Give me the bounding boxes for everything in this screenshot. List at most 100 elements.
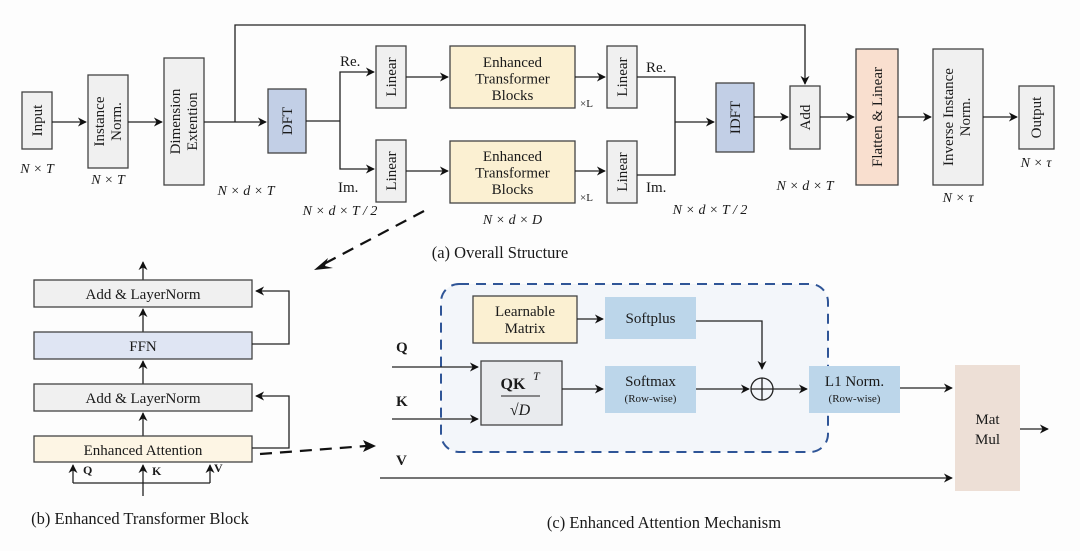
repeat-label-re: ×L bbox=[580, 98, 593, 110]
transformer-blocks-im bbox=[449, 140, 576, 204]
inverse-instance-norm-box bbox=[932, 48, 984, 186]
dimension-extension-label-1: Dimension bbox=[168, 88, 184, 154]
add-layernorm-top bbox=[33, 279, 253, 308]
idft-shape: N × d × T / 2 bbox=[672, 203, 748, 218]
add-layernorm-bottom bbox=[33, 383, 253, 412]
softmax-box bbox=[605, 366, 696, 413]
v-input-label: V bbox=[396, 453, 407, 469]
matmul-label-1: Mat bbox=[975, 412, 1000, 428]
linear-label: Linear bbox=[384, 151, 400, 190]
input-shape: N × T bbox=[19, 162, 55, 177]
output-box bbox=[1018, 85, 1055, 150]
qk-superscript: T bbox=[533, 369, 541, 383]
add-box bbox=[789, 85, 821, 150]
k-label: K bbox=[152, 464, 162, 478]
transformer-block: Add & LayerNorm FFN Add & LayerNorm Enha… bbox=[31, 261, 290, 528]
merge-connector bbox=[637, 76, 676, 176]
linear-label: Linear bbox=[615, 57, 631, 96]
transformer-shape: N × d × D bbox=[482, 213, 542, 228]
output-shape: N × τ bbox=[1020, 156, 1053, 171]
dashed-arrowhead bbox=[363, 440, 376, 452]
imag-branch-arrow bbox=[339, 121, 375, 174]
overall-structure: Input N × T Instance Norm. N × T Dimensi… bbox=[19, 24, 1055, 262]
im-label-in: Im. bbox=[338, 180, 358, 196]
output-label: Output bbox=[1029, 96, 1045, 139]
v-label: V bbox=[214, 461, 223, 475]
dimension-extension-box bbox=[163, 57, 205, 186]
learnable-matrix-label-1: Learnable bbox=[495, 304, 555, 320]
re-label-out: Re. bbox=[646, 60, 666, 76]
enhanced-attention-label: Enhanced Attention bbox=[84, 443, 203, 459]
attention-mechanism: Q K V Learnable Matrix Softplus QK T √D … bbox=[380, 283, 1049, 532]
l1-norm-box bbox=[809, 366, 900, 413]
matmul-label-2: Mul bbox=[975, 432, 1000, 448]
instance-norm-box bbox=[87, 74, 129, 169]
dft-shape: N × d × T / 2 bbox=[302, 204, 378, 219]
transformer-label-2: Transformer bbox=[475, 166, 549, 182]
zoom-dashed-arrow-ab bbox=[319, 210, 425, 267]
instance-norm-label-2: Norm. bbox=[109, 102, 125, 141]
qk-numerator: QK bbox=[501, 376, 526, 393]
k-input-label: K bbox=[396, 394, 408, 410]
q-label: Q bbox=[83, 463, 92, 477]
caption-b: (b) Enhanced Transformer Block bbox=[31, 509, 249, 528]
learnable-matrix-box bbox=[472, 295, 578, 344]
softplus-label: Softplus bbox=[625, 311, 675, 327]
inverse-norm-label-1: Inverse Instance bbox=[941, 68, 957, 166]
dft-box bbox=[267, 88, 307, 154]
caption-c: (c) Enhanced Attention Mechanism bbox=[547, 513, 781, 532]
l1-norm-label: L1 Norm. bbox=[825, 374, 884, 390]
linear-box-re-in bbox=[375, 45, 407, 109]
dft-label: DFT bbox=[280, 107, 296, 135]
idft-box bbox=[715, 82, 755, 153]
idft-label: IDFT bbox=[728, 101, 744, 134]
transformer-label-1: Enhanced bbox=[483, 55, 543, 71]
softmax-sublabel: (Row-wise) bbox=[625, 393, 677, 405]
residual-attention bbox=[252, 391, 290, 449]
linear-box-re-out bbox=[606, 45, 638, 109]
dashed-arrowhead bbox=[314, 258, 333, 270]
l1-norm-sublabel: (Row-wise) bbox=[829, 393, 881, 405]
learnable-matrix-label-2: Matrix bbox=[505, 321, 546, 337]
q-input-label: Q bbox=[396, 340, 408, 356]
ffn-box bbox=[33, 331, 253, 360]
transformer-label-2: Transformer bbox=[475, 72, 549, 88]
transformer-label-3: Blocks bbox=[492, 182, 534, 198]
transformer-label-3: Blocks bbox=[492, 88, 534, 104]
im-label-out: Im. bbox=[646, 180, 666, 196]
ffn-label: FFN bbox=[129, 339, 157, 355]
softplus-box bbox=[605, 297, 696, 339]
softmax-label: Softmax bbox=[625, 374, 676, 390]
input-label: Input bbox=[30, 104, 46, 136]
dimension-extension-label-2: Extention bbox=[185, 92, 201, 151]
caption-a: (a) Overall Structure bbox=[432, 243, 569, 262]
linear-label: Linear bbox=[384, 57, 400, 96]
flatten-linear-box bbox=[855, 48, 899, 186]
add-label: Add bbox=[798, 104, 814, 130]
inverse-norm-label-2: Norm. bbox=[958, 98, 974, 137]
input-box bbox=[21, 91, 53, 150]
re-label-in: Re. bbox=[340, 54, 360, 70]
instance-norm-label-1: Instance bbox=[92, 96, 108, 146]
transformer-label-1: Enhanced bbox=[483, 149, 543, 165]
add-layernorm-bottom-label: Add & LayerNorm bbox=[86, 391, 201, 407]
residual-ffn bbox=[252, 286, 290, 345]
add-shape: N × d × T bbox=[775, 179, 834, 194]
instance-norm-shape: N × T bbox=[90, 173, 126, 188]
repeat-label-im: ×L bbox=[580, 192, 593, 204]
skip-connection-arrow bbox=[234, 24, 810, 122]
qk-denominator: √D bbox=[510, 402, 531, 419]
dimension-extension-shape: N × d × T bbox=[216, 184, 275, 199]
zoom-dashed-arrow-bc bbox=[259, 444, 367, 456]
flatten-linear-label: Flatten & Linear bbox=[870, 67, 886, 167]
inverse-norm-shape: N × τ bbox=[942, 191, 975, 206]
enhanced-attention-box bbox=[33, 435, 253, 463]
softplus-to-plus-arrow bbox=[696, 320, 767, 370]
real-branch-arrow bbox=[339, 67, 375, 121]
matmul-box bbox=[955, 365, 1020, 491]
linear-label: Linear bbox=[615, 152, 631, 191]
scaled-dot-product-box bbox=[480, 360, 563, 426]
linear-box-im-out bbox=[606, 140, 638, 204]
add-layernorm-top-label: Add & LayerNorm bbox=[86, 287, 201, 303]
